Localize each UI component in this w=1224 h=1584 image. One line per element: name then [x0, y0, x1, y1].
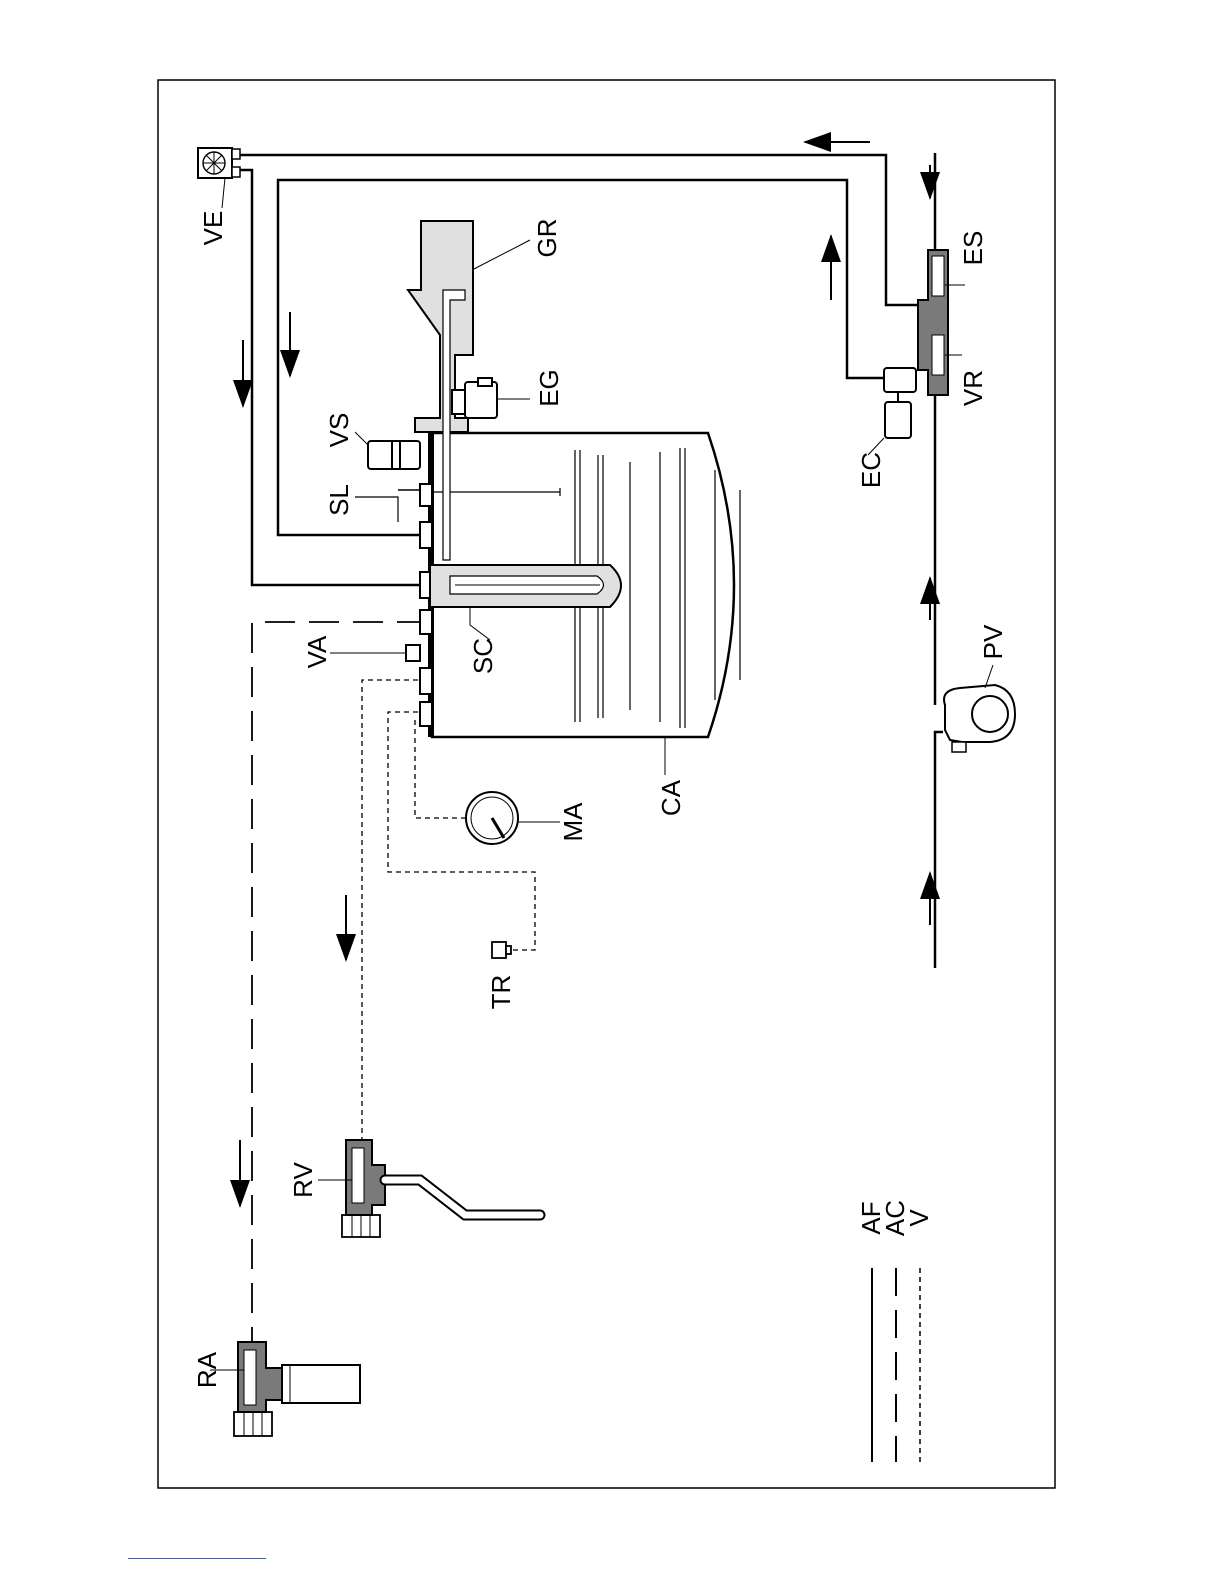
label-ve: VE — [198, 211, 228, 246]
safety-valve-vs — [355, 432, 420, 469]
label-sc: SC — [468, 638, 498, 674]
label-ra: RA — [192, 1351, 222, 1388]
label-rv: RV — [288, 1162, 318, 1198]
air-valve-va — [330, 645, 420, 661]
legend-label-v: V — [904, 1209, 934, 1227]
heat-exchanger-sc — [430, 565, 621, 607]
label-pv: PV — [978, 624, 1008, 659]
label-ma: MA — [558, 802, 588, 842]
label-ec: EC — [856, 452, 886, 488]
label-gr: GR — [532, 219, 562, 258]
label-sl: SL — [324, 484, 354, 516]
label-es: ES — [958, 231, 988, 266]
solenoid-ec — [868, 368, 916, 455]
label-vr: VR — [958, 370, 988, 406]
solenoid-eg — [452, 378, 530, 418]
expansion-valve-ve — [198, 148, 240, 208]
diagram-frame — [158, 80, 1055, 1488]
level-probe-sl — [355, 497, 398, 522]
label-eg: EG — [534, 369, 564, 407]
label-tr: TR — [486, 975, 516, 1010]
hot-water-tap-ra — [210, 1342, 360, 1436]
legend — [872, 1268, 920, 1462]
steam-tap-rv — [318, 1140, 540, 1237]
steam-lines — [362, 680, 535, 1140]
label-va: VA — [302, 635, 332, 668]
pressure-switch-tr — [492, 942, 511, 958]
pump-pv — [944, 665, 1015, 752]
label-vs: VS — [324, 413, 354, 448]
hot-water-lines — [252, 622, 427, 1360]
label-ca: CA — [656, 779, 686, 816]
pressure-gauge-ma — [466, 792, 560, 844]
